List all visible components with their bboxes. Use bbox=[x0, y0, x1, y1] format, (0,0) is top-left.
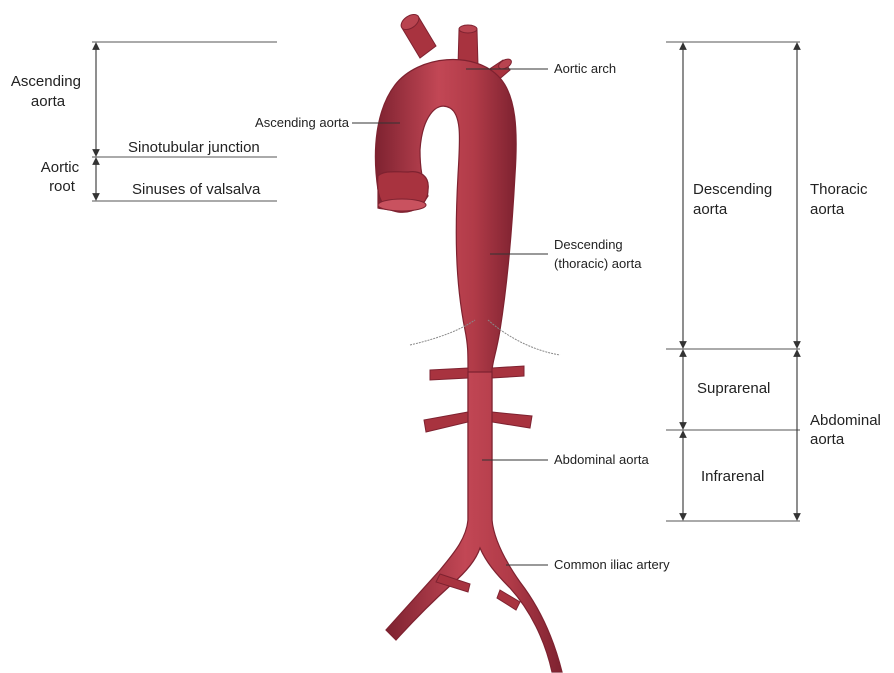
suprarenal-label: Suprarenal bbox=[697, 380, 770, 397]
sinuses-of-valsalva-label: Sinuses of valsalva bbox=[132, 181, 261, 198]
callout-common-iliac: Common iliac artery bbox=[554, 557, 670, 572]
aorta-illustration bbox=[375, 11, 562, 672]
callout-aortic-arch: Aortic arch bbox=[554, 61, 616, 76]
aortic-root-label: Aortic root bbox=[41, 159, 84, 195]
sinotubular-junction-label: Sinotubular junction bbox=[128, 139, 260, 156]
abdominal-aorta-section-label: Abdominal aorta bbox=[810, 412, 885, 448]
aorta-main-vessel bbox=[375, 60, 516, 560]
thoracic-aorta-label: Thoracic aorta bbox=[810, 181, 872, 218]
ascending-aorta-section-label: Ascending aorta bbox=[11, 73, 85, 110]
callout-descending-thoracic: Descending (thoracic) aorta bbox=[554, 237, 642, 271]
callout-abdominal-aorta: Abdominal aorta bbox=[554, 452, 649, 467]
descending-aorta-section-label: Descending aorta bbox=[693, 181, 776, 218]
infrarenal-label: Infrarenal bbox=[701, 468, 764, 485]
abdominal-aorta-lower bbox=[386, 372, 562, 672]
right-measurement-rules bbox=[666, 42, 800, 521]
left-measurement-rules bbox=[92, 42, 277, 201]
callout-ascending-aorta: Ascending aorta bbox=[255, 115, 350, 130]
